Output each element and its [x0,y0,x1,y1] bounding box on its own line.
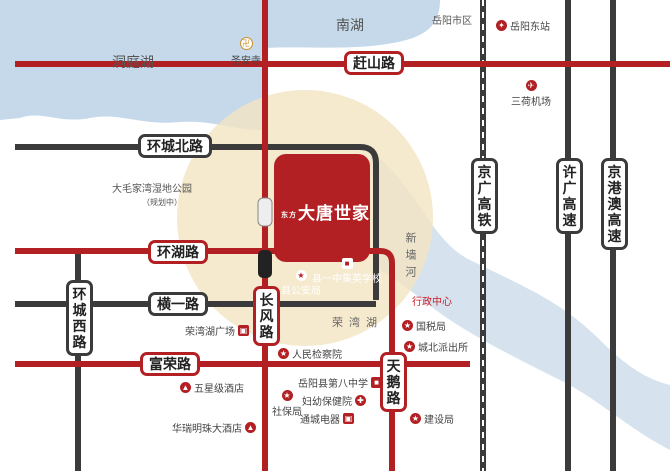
government-icon: ★ [281,390,293,401]
hotel-icon: ▲ [180,382,191,393]
road-huancheng-north [15,144,379,300]
road-label-huancheng-west: 环城西路 [66,280,93,356]
airport-icon: ✈ [525,80,537,91]
poi-rongwan-plaza[interactable]: 荣湾湖广场▣ [185,325,249,338]
train-station-icon: ✦ [496,20,507,31]
road-label-xuguang: 许广高速 [556,158,583,234]
police-icon: ★ [404,341,415,352]
road-label-huanhu: 环湖路 [148,240,208,264]
shopping-icon: ▣ [238,325,249,336]
project-title: 东方大唐世家 [281,204,370,224]
road-label-ganshan: 赶山路 [344,51,404,75]
road-huanhu [15,248,395,471]
poi-county-police[interactable]: ★县公安局 [281,270,321,297]
poi-county-school[interactable]: ■县一中集英学校 [312,258,382,285]
poi-maternal-hospital[interactable]: 妇幼保健院✚ [302,393,366,408]
road-label-changfeng: 长风路 [253,286,280,346]
poi-huarui-hotel[interactable]: 华瑞明珠大酒店▲ [172,422,256,435]
poi-social-security[interactable]: ★社保局 [272,390,302,418]
school-icon: ■ [371,377,382,388]
project-block[interactable] [274,154,370,262]
hotel-icon: ▲ [245,422,256,433]
road-label-furong: 富荣路 [140,352,200,376]
south-lake [265,0,440,48]
government-icon: ★ [402,320,413,331]
car-white [257,197,273,227]
road-label-jingguang: 京广高铁 [471,158,498,234]
temple-icon: 卍 [239,37,253,50]
wetland-park-note: （规划中） [142,198,182,207]
road-label-huancheng-north: 环城北路 [138,134,212,158]
river [370,150,670,450]
road-label-jinggangao: 京港澳高速 [601,158,628,250]
poi-construction-bureau[interactable]: ★建设局 [410,413,454,426]
rong-wan-lake-label: 荣湾湖 [332,317,383,329]
poi-chengbei-police[interactable]: ★城北派出所 [404,341,468,354]
poi-sanhe-airport[interactable]: ✈三荷机场 [511,80,551,108]
poi-no8-school[interactable]: 岳阳县第八中学■ [298,375,382,390]
hospital-icon: ✚ [355,395,366,406]
road-label-hengyi: 横一路 [148,292,208,316]
car-black [258,250,272,278]
police-icon: ★ [295,270,307,281]
poi-yueyang-east[interactable]: ✦岳阳东站 [496,18,550,33]
admin-center-label: 行政中心 [412,297,452,308]
school-icon: ■ [341,258,353,269]
xin-qiang-river-label: 新墙河 [404,232,416,283]
south-lake-label: 南湖 [336,17,364,33]
government-icon: ★ [410,413,421,424]
road-label-tiane: 天鹅路 [380,352,407,412]
poi-tongcheng-electric[interactable]: 通城电器▣ [300,413,354,426]
wetland-park-label: 大毛家湾湿地公园 [112,184,192,195]
poi-five-star-hotel[interactable]: ▲五星级酒店 [180,382,244,395]
poi-shengan-temple[interactable]: 卍圣安寺 [231,37,261,67]
poi-procuratorate[interactable]: ★人民检察院 [278,348,342,361]
yueyang-city-label: 岳阳市区 [432,16,472,27]
shopping-icon: ▣ [343,413,354,424]
government-icon: ★ [278,348,289,359]
poi-tax-bureau[interactable]: ★国税局 [402,320,446,333]
dongting-lake-label: 洞庭湖 [112,54,154,70]
